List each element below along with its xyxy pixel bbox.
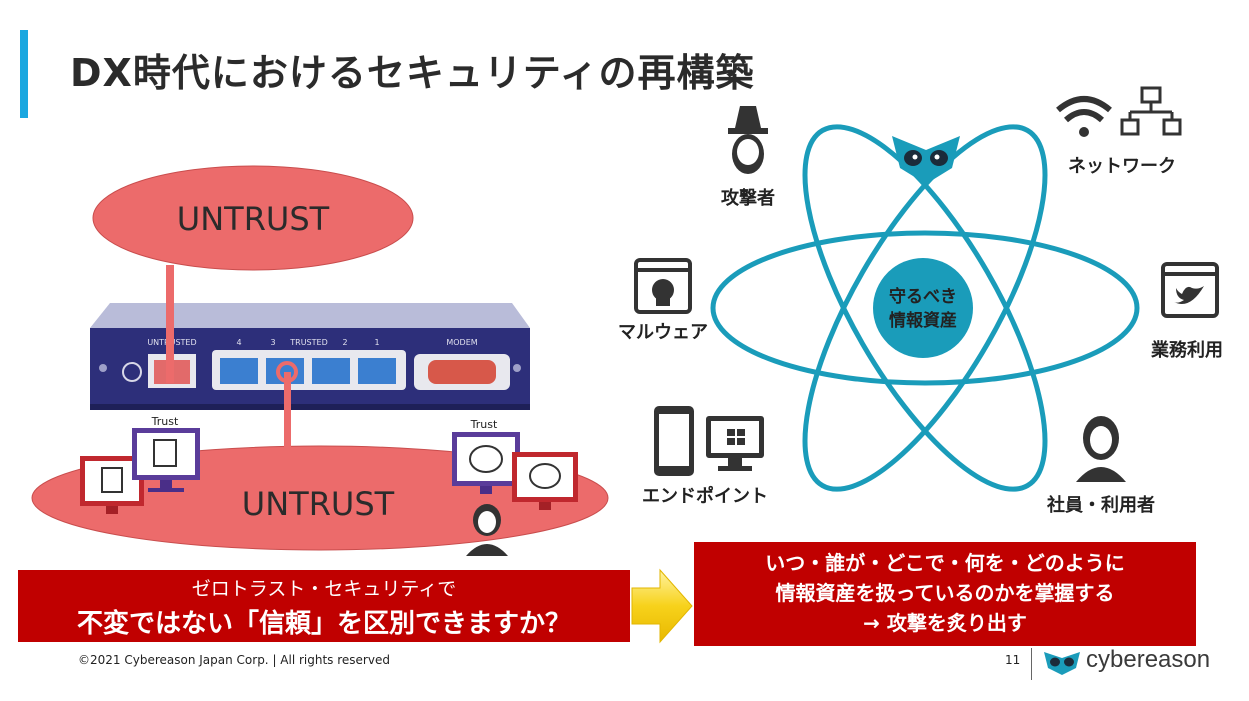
untrust-top-label: UNTRUST (177, 200, 330, 238)
untrust-bottom-label: UNTRUST (242, 485, 395, 523)
port-label-trusted: TRUSTED (289, 338, 327, 347)
answer-banner-line3: → 攻撃を炙り出す (863, 611, 1027, 635)
question-banner-main: 不変ではない「信頼」を区別できますか？ (76, 609, 571, 639)
orbit-horizontal (710, 230, 1140, 386)
cable-plug (276, 361, 298, 383)
endpoint-label: エンドポイント (642, 485, 768, 507)
business-label: 業務利用 (1150, 339, 1223, 361)
modem-port (428, 360, 496, 384)
answer-banner: いつ・誰が・どこで・何を・どのように 情報資産を扱っているのかを掌握する → 攻… (694, 542, 1196, 646)
answer-banner-line1: いつ・誰が・どこで・何を・どのように (765, 551, 1125, 575)
malware-label: マルウェア (618, 322, 708, 343)
calendar-monitor (80, 456, 144, 514)
footer-divider (1031, 648, 1032, 680)
router-top-surface (90, 303, 530, 328)
employee-person-icon (1076, 416, 1126, 482)
screw-right (513, 364, 521, 372)
trusted-port-1 (358, 358, 396, 384)
owl-logo-icon (892, 136, 960, 184)
title-accent-bar (20, 30, 28, 118)
footer-copyright: ©2021 Cybereason Japan Corp. | All right… (78, 653, 390, 667)
trusted-port-4 (220, 358, 258, 384)
page-title: DX時代におけるセキュリティの再構築 (70, 51, 755, 95)
trusted-port-group (212, 350, 406, 390)
cable-trusted (284, 372, 291, 476)
malware-window-icon (634, 258, 692, 314)
attacker-icon (728, 106, 768, 174)
network-label: ネットワーク (1068, 156, 1176, 177)
brand-wordmark: cybereason (1086, 646, 1211, 673)
user-person-icon (466, 504, 508, 556)
question-banner: ゼロトラスト・セキュリティで 不変ではない「信頼」を区別できますか？ (18, 570, 630, 642)
smartphone-icon (654, 406, 694, 476)
network-topology-icon (1120, 86, 1182, 136)
port-label-1: 1 (374, 338, 379, 347)
cable-untrusted (166, 265, 174, 383)
atom-security-diagram: 守るべき 情報資産 攻撃者 ネットワーク マルウェア (618, 86, 1223, 516)
employee-label: 社員・利用者 (1047, 494, 1155, 516)
trusted-port-2 (312, 358, 350, 384)
cybereason-owl-icon (1044, 652, 1080, 675)
trust-monitor-right (452, 432, 520, 494)
port-label-2: 2 (342, 338, 347, 347)
messenger-monitor (512, 452, 578, 510)
core-label-line1: 守るべき (889, 286, 957, 307)
core-label-line2: 情報資産 (889, 310, 957, 331)
port-label-modem: MODEM (446, 338, 477, 347)
network-device-diagram: UNTRUST UNTRUSTED 4 3 TRUSTED 2 1 MODEM … (31, 165, 609, 556)
port-label-4: 4 (236, 338, 241, 347)
orbit-diagonal-b (802, 124, 1048, 492)
power-icon (122, 362, 142, 382)
untrust-top-ellipse (92, 165, 414, 271)
trust-label-left: Trust (151, 415, 179, 428)
question-banner-sub: ゼロトラスト・セキュリティで (191, 578, 457, 600)
desktop-monitor-icon (706, 416, 764, 471)
trust-monitor-left (132, 428, 200, 492)
page-number: 11 (1005, 653, 1021, 667)
screw-left (99, 364, 107, 372)
wifi-icon (1056, 96, 1112, 137)
trust-label-right: Trust (470, 418, 498, 431)
twitter-window-icon (1161, 262, 1219, 318)
answer-banner-line2: 情報資産を扱っているのかを掌握する (775, 581, 1115, 605)
orbit-diagonal-a (802, 124, 1048, 492)
router-base (90, 404, 530, 410)
attacker-label: 攻撃者 (721, 187, 775, 209)
port-label-3: 3 (270, 338, 275, 347)
right-arrow-icon (631, 568, 693, 644)
core-circle (873, 258, 973, 358)
